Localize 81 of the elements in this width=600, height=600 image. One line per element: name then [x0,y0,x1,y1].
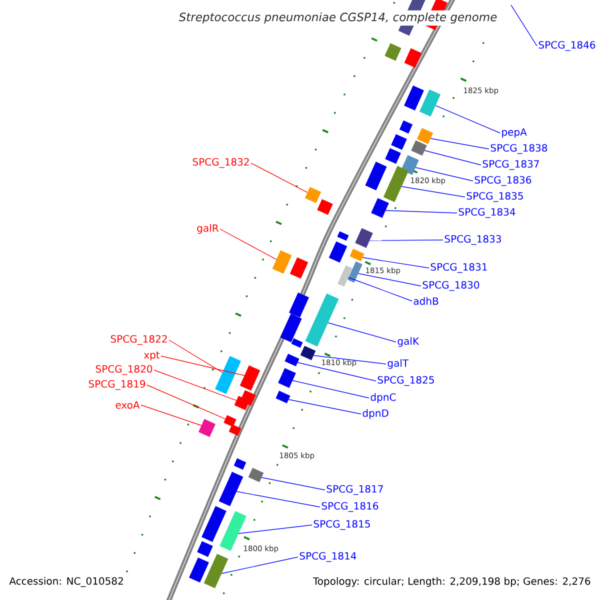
leader-line [430,138,490,150]
gene-label: SPCG_1833 [444,235,501,245]
leader-line [220,228,277,260]
gene-label: SPCG_1834 [458,208,516,218]
leader-line [297,362,376,382]
leader-line [401,186,466,198]
gene-label: SPCG_1830 [422,281,480,291]
leader-line [292,380,370,398]
leader-line [435,105,500,134]
gene-label: galT [388,359,409,369]
gene-block [419,89,441,117]
gene-block [416,128,434,144]
leader-line [140,404,202,426]
gene-label: SPCG_1846 [538,41,596,51]
gene-label: xpt [144,351,160,361]
leader-line [313,355,386,364]
gene-block [401,155,419,175]
gene-label: galK [398,337,420,347]
gene-block [234,396,250,410]
leader-line [146,384,226,420]
gene-block [248,468,264,482]
gene-block [348,261,362,283]
gene-block [276,390,290,404]
gene-label: SPCG_1825 [378,376,434,386]
gene-block [204,554,228,588]
gene-block [304,186,322,204]
gene-label: SPCG_1820 [96,365,152,375]
gene-block [284,354,300,366]
gene-block [215,356,241,394]
leader-line [415,167,474,182]
topology-text: Topology: circular; Length: 2,209,198 bp; Genes: 2,276 [312,577,590,587]
gene-label: SPCG_1835 [466,192,523,202]
gene-label: SPCG_1836 [474,176,532,186]
leader-line [424,150,482,166]
leader-line [154,370,237,401]
gene-block [198,419,216,437]
leader-line [160,356,245,376]
gene-block [224,415,236,427]
gene-label: SPCG_1837 [482,160,539,170]
leader-line [328,322,396,342]
gene-block [218,472,244,506]
gene-label: SPCG_1816 [322,502,378,512]
gene-block [355,228,373,248]
leader-line [261,477,326,490]
gene-label: dpnD [362,409,388,419]
leader-line [288,399,362,414]
gene-label: pepA [502,128,527,138]
gene-label: SPCG_1814 [300,552,356,562]
gene-label: SPCG_1838 [490,144,548,154]
leader-line [168,340,223,373]
gene-block [300,346,316,360]
leader-line [369,240,444,241]
gene-label: SPCG_1831 [430,263,487,273]
gene-block [371,198,389,218]
leader-line [348,277,412,302]
leader-line [221,556,298,574]
gene-block [305,293,339,347]
gene-block [350,248,364,262]
leader-line [250,162,308,193]
gene-label: adhB [414,297,438,305]
gene-label: dpnC [370,393,396,403]
leader-line [236,491,320,508]
title: Streptococcus pneumoniae CGSP14, complete genome [176,10,500,26]
gene-label: SPCG_1815 [314,520,370,530]
leader-line [385,210,458,214]
gene-block [272,250,292,274]
leader-line [510,4,538,46]
gene-label: exoA [116,401,140,409]
leader-line [238,524,312,534]
gene-label: galR [197,224,219,234]
gene-block [411,140,427,156]
gene-label: SPCG_1832 [192,158,249,168]
gene-block [383,166,409,202]
gene-label: SPCG_1817 [326,485,383,495]
gene-block [278,368,296,388]
gene-block [338,265,352,287]
gene-label: SPCG_1822 [110,335,167,345]
leader-line [362,257,430,268]
leader-line [358,273,422,286]
gene-label: SPCG_1819 [88,380,146,390]
accession-text: Accession: NC_010582 [9,577,123,587]
